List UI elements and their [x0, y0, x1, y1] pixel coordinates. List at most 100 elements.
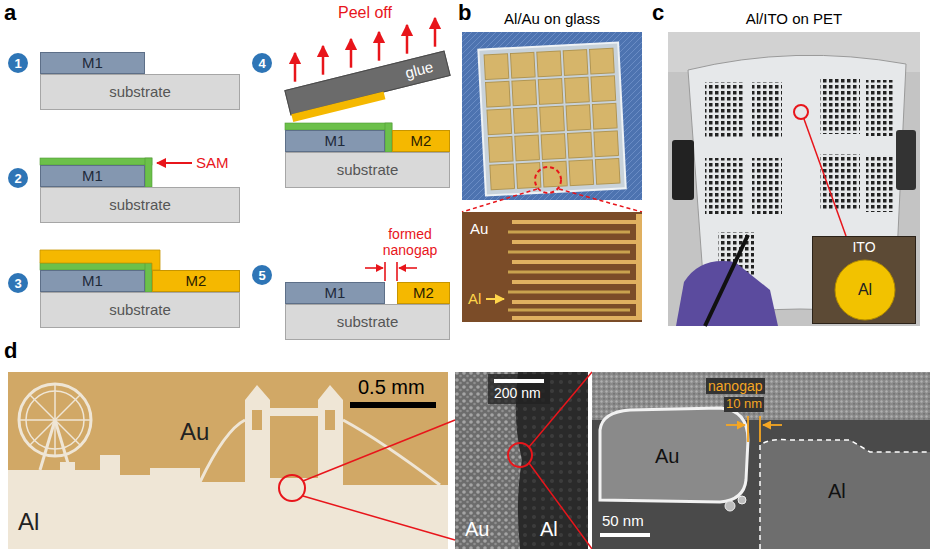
device-photo	[559, 189, 642, 212]
node-text: substrate	[109, 83, 171, 100]
flexible-device-photo	[672, 140, 694, 200]
panel-letter: d	[4, 338, 17, 363]
tem-micrograph	[600, 533, 650, 537]
peel-arrow	[378, 32, 381, 61]
step-number: 3	[14, 277, 21, 290]
metal-layer: M1	[40, 165, 145, 187]
gap-marker	[396, 262, 398, 281]
optical-micrograph	[325, 410, 335, 430]
device-photo	[535, 167, 561, 193]
optical-micrograph	[8, 372, 448, 549]
substrate-layer: substrate	[40, 292, 240, 328]
metal-layer: M2	[397, 282, 450, 304]
electrode-micrograph	[512, 316, 640, 320]
substrate-layer: substrate	[40, 187, 240, 223]
callout-label: formed nanogap	[370, 226, 450, 258]
sem-micrograph	[494, 379, 544, 383]
flexible-device-photo	[804, 119, 846, 236]
inset-panel: ITOAl	[812, 236, 916, 324]
sam-layer	[285, 123, 392, 130]
scale-label: 200 nm	[494, 385, 541, 401]
node-text: substrate	[337, 313, 399, 330]
substrate-layer: substrate	[285, 152, 450, 188]
material-label: Au	[465, 518, 489, 541]
optical-micrograph	[303, 496, 455, 540]
panel-title: Al/Au on glass	[504, 10, 600, 27]
node-text: M1	[325, 284, 346, 301]
node-text: M2	[411, 132, 432, 149]
tem-micrograph	[600, 408, 748, 502]
tem-micrograph	[760, 440, 930, 549]
flexible-device-photo	[752, 82, 782, 138]
flexible-device-photo	[668, 32, 920, 326]
peel-arrow	[294, 53, 297, 82]
electrode-micrograph	[508, 309, 630, 312]
device-photo	[478, 42, 625, 195]
step-marker	[252, 53, 272, 73]
node-text: M1	[325, 132, 346, 149]
electrode-micrograph	[486, 298, 504, 300]
device-photo	[483, 47, 622, 192]
panel-letter: c	[652, 0, 664, 25]
optical-micrograph	[252, 410, 262, 430]
flexible-device-photo	[820, 78, 860, 134]
flexible-device-photo	[705, 235, 748, 326]
metal-layer: M1	[285, 130, 385, 152]
step-marker	[8, 273, 28, 293]
electrode-micrograph	[508, 271, 630, 274]
peel-arrow	[406, 25, 409, 54]
node-text: M1	[82, 272, 103, 289]
node-text: M1	[82, 54, 103, 71]
material-label: Al	[540, 518, 558, 541]
material-label: Al	[468, 290, 481, 307]
optical-micrograph	[350, 402, 436, 408]
peel-arrow	[350, 39, 353, 68]
tem-micrograph	[592, 372, 930, 549]
metal-layer: M1	[40, 270, 145, 292]
substrate-layer: substrate	[40, 74, 240, 110]
tem-micrograph	[738, 496, 746, 504]
step-marker	[252, 265, 272, 285]
gap-marker	[365, 262, 417, 281]
node-text: M1	[82, 167, 103, 184]
m2-overlayer	[40, 250, 160, 270]
panel-title: Al/ITO on PET	[746, 10, 842, 27]
panel-letter: a	[4, 0, 16, 25]
material-label: Al	[828, 480, 846, 503]
electrode-micrograph	[636, 214, 642, 320]
step-marker	[8, 53, 272, 293]
sam-pointer	[157, 162, 192, 164]
electrode-micrograph	[508, 232, 630, 310]
step-marker	[8, 168, 28, 188]
electrode-micrograph	[508, 231, 630, 234]
optical-micrograph	[343, 420, 440, 485]
tem-micrograph	[747, 416, 749, 442]
node-text: glue	[403, 58, 435, 82]
electrode-micrograph	[508, 251, 630, 254]
flexible-device-photo	[866, 80, 894, 136]
tem-micrograph	[759, 416, 761, 442]
device-photo	[462, 189, 537, 212]
flexible-device-photo	[705, 158, 745, 214]
sam-layer	[385, 123, 392, 152]
tem-micrograph	[763, 424, 782, 426]
glue-layer: glue	[284, 50, 450, 115]
electrode-micrograph	[512, 222, 640, 318]
optical-micrograph	[8, 385, 448, 549]
tem-micrograph	[725, 501, 735, 511]
sem-micrograph	[529, 463, 592, 549]
step-number: 4	[258, 57, 265, 70]
flexible-device-photo	[705, 82, 745, 138]
peel-arrow	[434, 18, 437, 47]
optical-micrograph	[55, 420, 70, 470]
sam-layer	[145, 158, 152, 187]
sam-layer	[40, 158, 152, 165]
electrode-micrograph	[462, 212, 642, 322]
optical-micrograph	[303, 420, 455, 481]
node-text: substrate	[109, 301, 171, 318]
sem-micrograph	[508, 443, 532, 467]
sem-micrograph	[488, 374, 550, 404]
flexible-device-photo	[668, 32, 920, 326]
tem-micrograph	[726, 416, 782, 442]
